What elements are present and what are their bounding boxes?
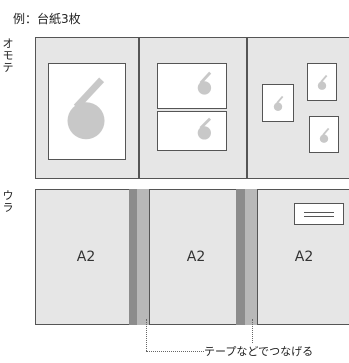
large-photo: [48, 63, 126, 160]
label-line: [304, 216, 334, 217]
back-sheet-2: A2: [149, 189, 237, 325]
diagram-title: 例：台紙3枚: [13, 12, 81, 26]
photo-circle-mark: [197, 81, 212, 95]
tape-callout-line: [146, 319, 147, 351]
page-size-label: A2: [76, 249, 96, 265]
tape-strip: [129, 189, 137, 325]
photo-circle-mark: [197, 126, 211, 140]
photo-circle-mark: [67, 102, 105, 140]
front-label-char: オ: [2, 37, 14, 50]
tape-strip: [236, 189, 245, 325]
tape-callout-line: [252, 319, 253, 343]
small-photo: [309, 116, 339, 153]
photo-slash-mark: [73, 77, 105, 110]
photo-slash-mark: [276, 95, 284, 104]
back-sheet-3: A2: [257, 189, 349, 325]
photo-placeholder-icon: [197, 117, 212, 140]
photo-placeholder-icon: [319, 127, 330, 143]
medium-photo: [157, 111, 227, 151]
photo-circle-mark: [273, 102, 283, 111]
front-side-label: オ モ テ: [2, 38, 14, 74]
back-label-char: ラ: [2, 201, 14, 214]
tape-note: テープなどでつなげる: [204, 345, 314, 358]
tape-strip: [245, 189, 257, 325]
photo-slash-mark: [322, 127, 330, 136]
small-photo: [307, 63, 337, 101]
photo-slash-mark: [199, 117, 212, 130]
back-label-char: ウ: [2, 189, 14, 202]
photo-placeholder-icon: [317, 74, 328, 90]
back-side-label: ウ ラ: [2, 190, 14, 214]
medium-photo: [157, 63, 227, 109]
page-size-label: A2: [186, 249, 206, 265]
label-line: [304, 212, 334, 213]
photo-circle-mark: [319, 134, 329, 143]
front-sheet-1: [35, 37, 139, 179]
back-sheet-1: A2: [35, 189, 130, 325]
photo-slash-mark: [320, 74, 328, 83]
page-size-label: A2: [294, 249, 314, 265]
tape-callout-line: [146, 351, 204, 352]
label-tag: [294, 203, 344, 225]
front-label-char: テ: [2, 61, 14, 74]
front-sheet-3: [247, 37, 349, 179]
photo-circle-mark: [317, 81, 327, 90]
front-label-char: モ: [2, 49, 14, 62]
tape-strip: [137, 189, 149, 325]
photo-slash-mark: [199, 71, 212, 85]
photo-placeholder-icon: [273, 95, 284, 111]
small-photo: [262, 84, 294, 122]
photo-placeholder-icon: [197, 71, 212, 95]
front-sheet-2: [139, 37, 247, 179]
photo-placeholder-icon: [67, 77, 105, 140]
